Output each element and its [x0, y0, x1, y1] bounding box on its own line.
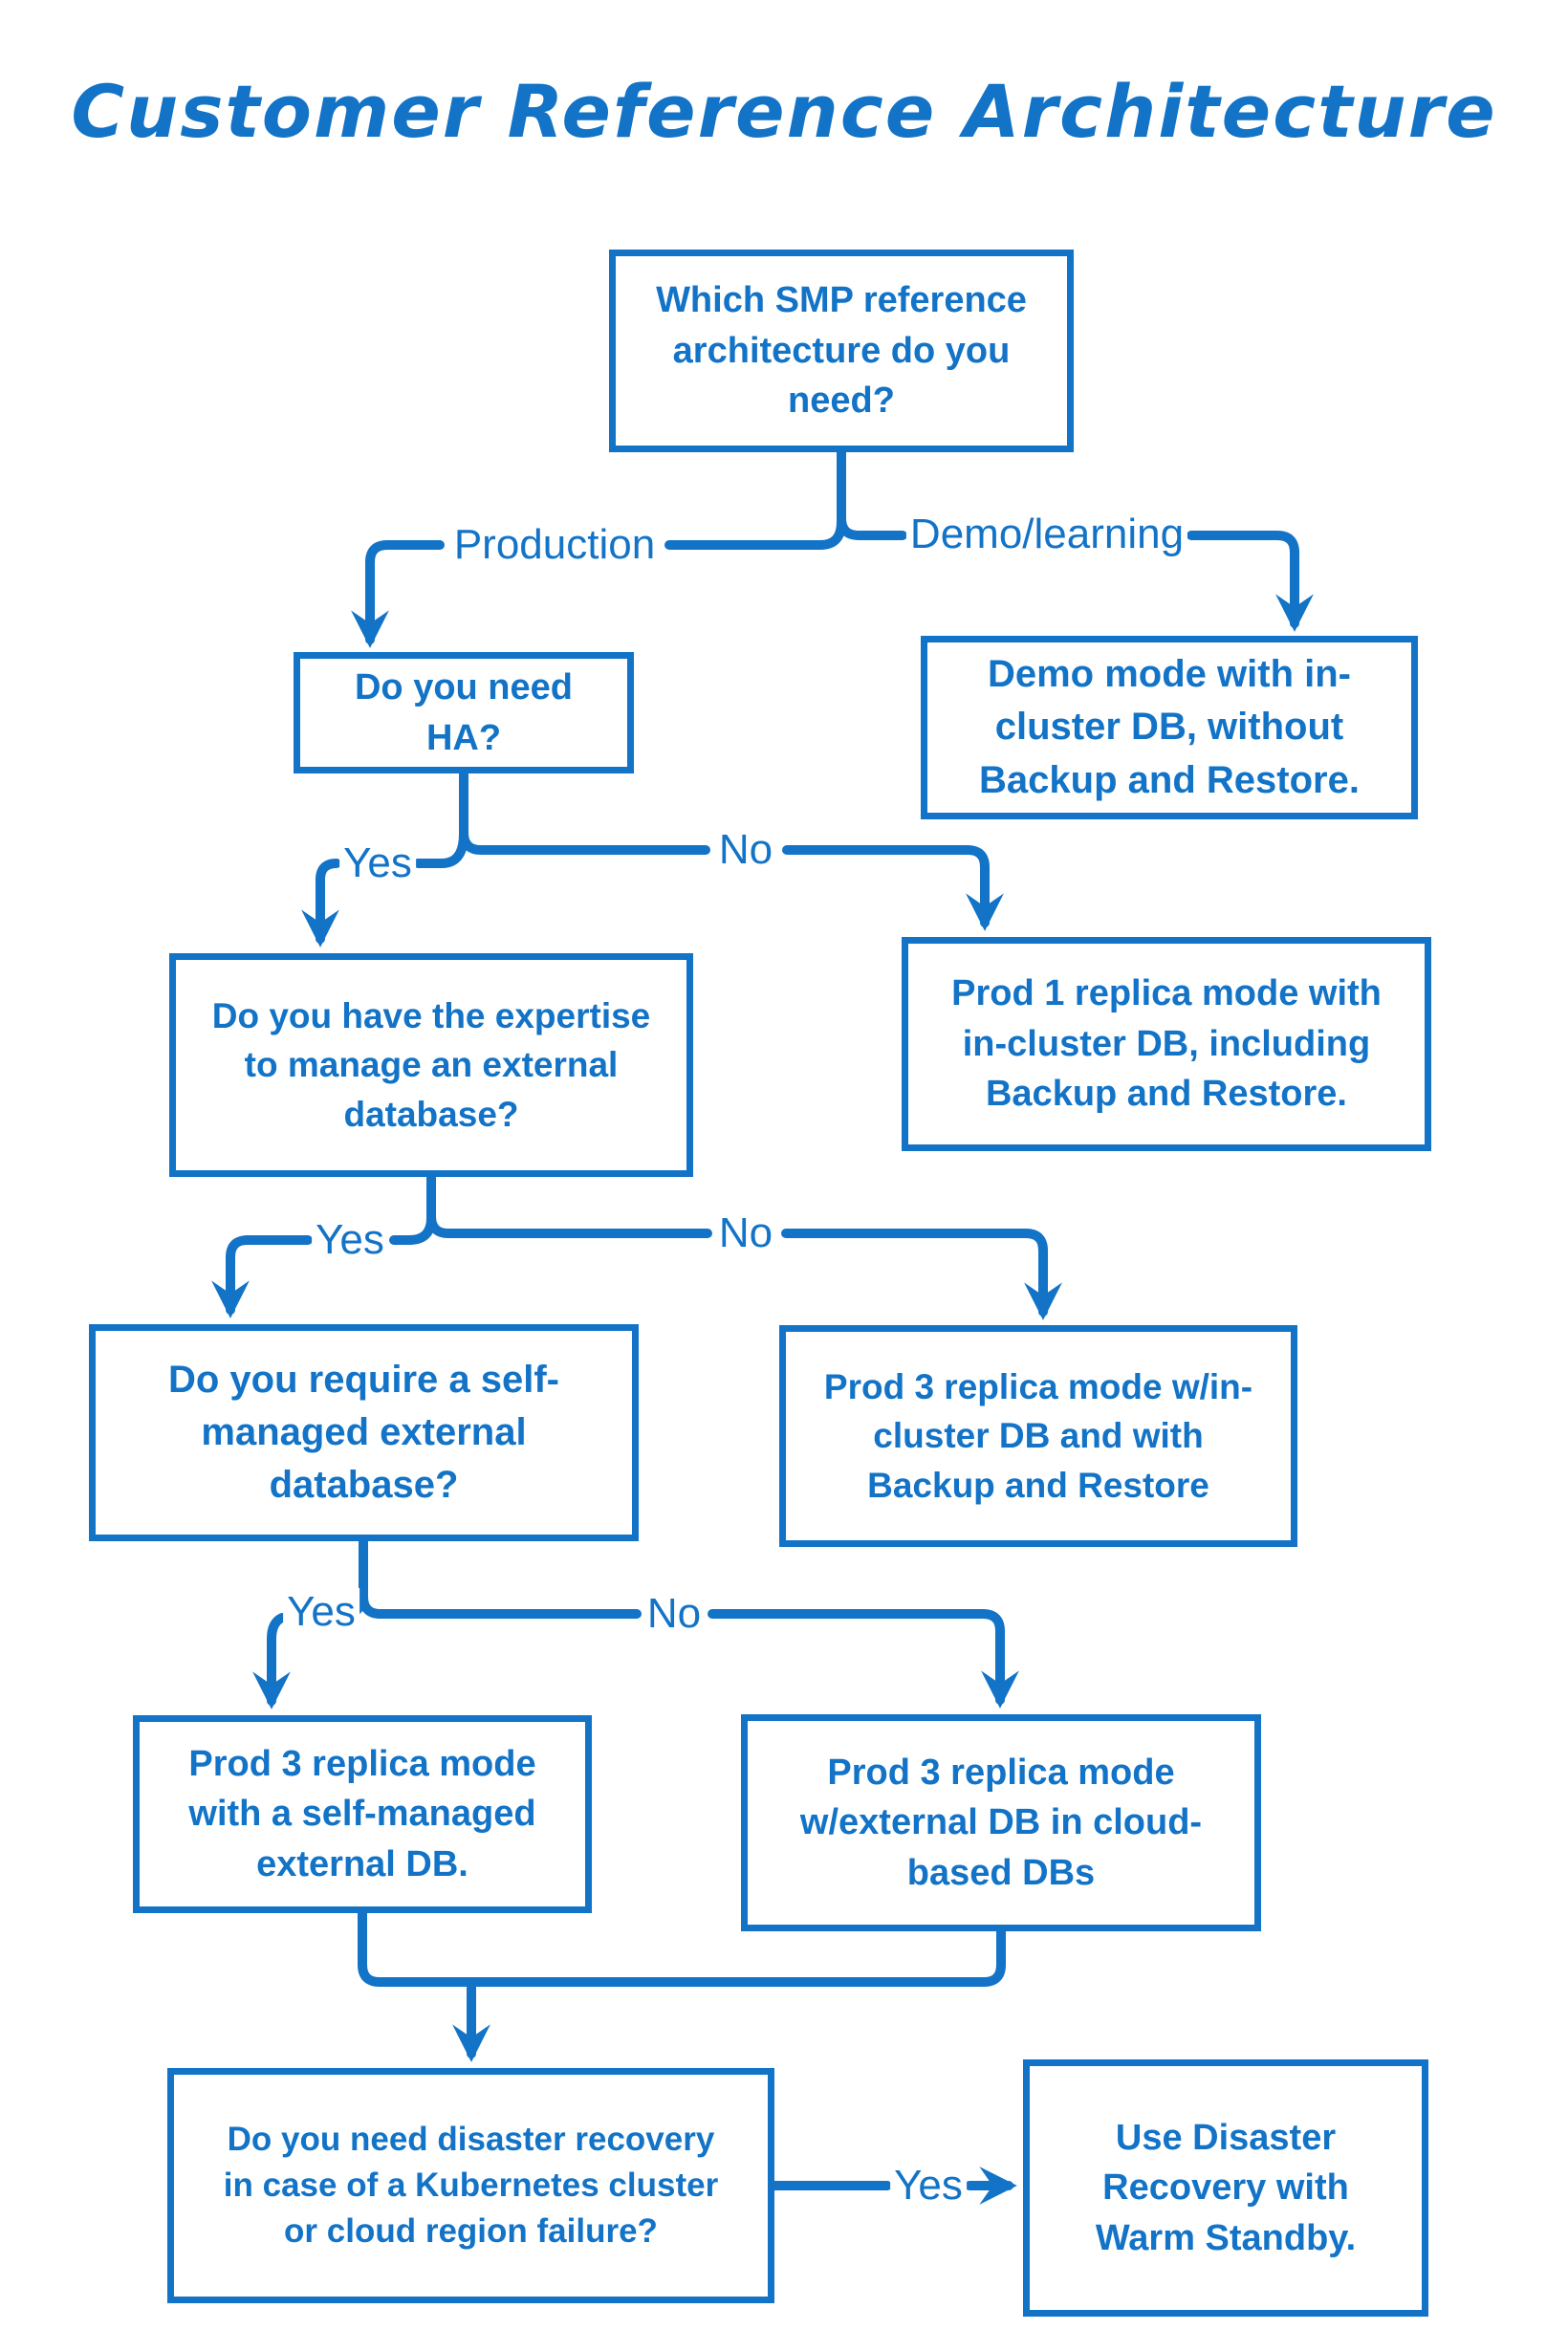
- connector-demo-to-box: [1187, 531, 1314, 632]
- node-prod-1-replica: Prod 1 replica mode with in-cluster DB, …: [902, 937, 1431, 1151]
- edge-label-expertise-yes: Yes: [312, 1216, 388, 1264]
- edge-label-self-managed-yes: Yes: [283, 1588, 359, 1636]
- connector-root-stem-demo: [837, 447, 907, 540]
- node-demo-mode: Demo mode with in- cluster DB, without B…: [921, 636, 1418, 819]
- connector-ha-no-to-box: [782, 845, 1004, 931]
- node-warm-standby: Use Disaster Recovery with Warm Standby.: [1023, 2059, 1428, 2317]
- node-prod-3-cloud: Prod 3 replica mode w/external DB in clo…: [741, 1714, 1261, 1931]
- edge-label-expertise-no: No: [714, 1209, 777, 1257]
- edge-label-self-managed-no: No: [642, 1590, 706, 1638]
- node-expertise-question: Do you have the expertise to manage an e…: [169, 953, 693, 1177]
- connector-merge-bar: [358, 1908, 1006, 1987]
- edge-label-demo-learning: Demo/learning: [905, 511, 1188, 558]
- connector-expertise-stem-yes: [389, 1213, 436, 1245]
- edge-label-disaster-yes: Yes: [890, 2162, 967, 2210]
- node-root-question: Which SMP reference architecture do you …: [609, 250, 1074, 452]
- node-self-managed-question: Do you require a self- managed external …: [89, 1324, 639, 1541]
- edge-label-ha-no: No: [714, 826, 777, 874]
- edge-label-production: Production: [449, 521, 660, 569]
- connector-selfmanaged-stem-no: [359, 1536, 642, 1619]
- connector-selfmanaged-no-to-box: [708, 1609, 1019, 1709]
- diagram-title: Customer Reference Architecture: [71, 69, 1497, 154]
- connector-ha-yes-to-box: [301, 859, 341, 947]
- connector-ha-stem-no: [459, 769, 710, 855]
- connector-root-stem-production: [664, 517, 846, 550]
- connector-selfmanaged-yes-to-box: [252, 1613, 291, 1709]
- node-disaster-recovery-question: Do you need disaster recovery in case of…: [167, 2068, 774, 2303]
- node-need-ha: Do you need HA?: [294, 652, 634, 773]
- edge-label-ha-yes: Yes: [339, 839, 416, 887]
- connector-ha-stem-yes: [413, 829, 468, 868]
- connector-expertise-no-to-box: [781, 1229, 1062, 1320]
- connector-expertise-stem-no: [426, 1172, 712, 1238]
- node-prod-3-self-managed: Prod 3 replica mode with a self-managed …: [133, 1715, 592, 1913]
- connector-production-to-box: [351, 540, 445, 648]
- connector-expertise-yes-to-box: [211, 1235, 313, 1318]
- node-prod-3-in-cluster: Prod 3 replica mode w/in- cluster DB and…: [779, 1325, 1297, 1547]
